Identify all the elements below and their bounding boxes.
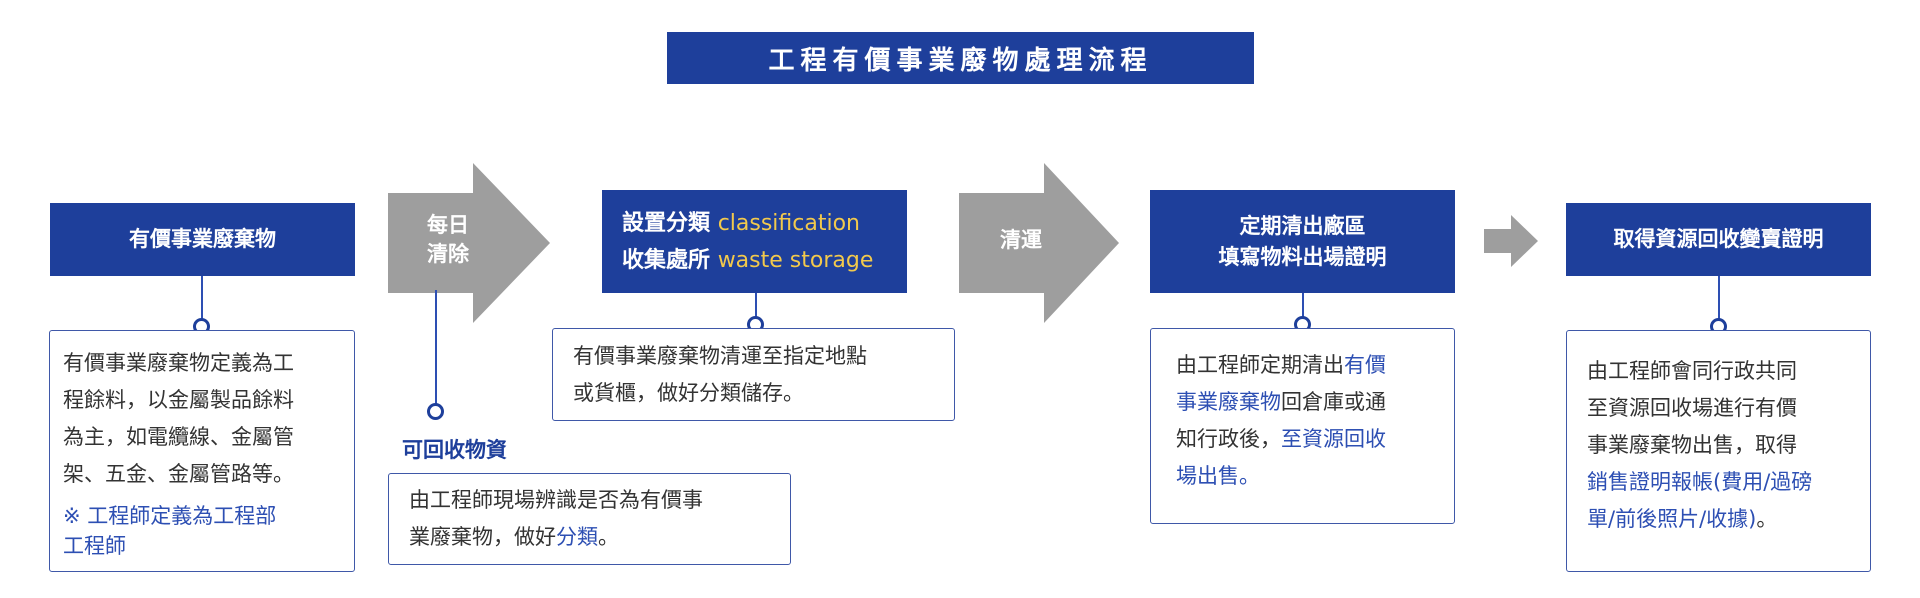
desc-text-highlight: 單/前後照片/收據) (1587, 507, 1757, 531)
connector-line (1302, 293, 1304, 317)
page-title: 工程有價事業廢物處理流程 (667, 32, 1254, 84)
desc-line: 至資源回收場進行有價 (1587, 396, 1797, 420)
note-line: ※ 工程師定義為工程部 (63, 504, 277, 528)
step-header-recycling-certificate: 取得資源回收變賣證明 (1566, 203, 1871, 276)
connector-line (1718, 276, 1720, 320)
desc-text-highlight: 事業廢棄物 (1176, 390, 1281, 414)
connector-line (755, 293, 757, 317)
arrow-daily-clear (388, 163, 550, 323)
desc-line: 為主，如電纜線、金屬管 (63, 425, 294, 449)
desc-line: 單/前後照片/收據)。 (1587, 501, 1860, 538)
desc-text: 由工程師定期清出 (1176, 353, 1344, 377)
sub-label-recyclables: 可回收物資 (402, 438, 507, 462)
desc-text-highlight: 有價 (1344, 353, 1386, 377)
desc-line: 業廢棄物，做好分類。 (409, 519, 780, 556)
desc-line: 或貨櫃，做好分類儲存。 (573, 381, 804, 405)
header-text: 收集處所 (622, 247, 711, 273)
step-header-valuable-waste: 有價事業廢棄物 (50, 203, 355, 276)
step-header-label: 取得資源回收變賣證明 (1613, 227, 1824, 251)
desc-line: 知行政後，至資源回收 (1176, 421, 1444, 458)
desc-line: 銷售證明報帳(費用/過磅 (1587, 470, 1813, 494)
connector-line (435, 290, 437, 405)
desc-line: 程餘料，以金屬製品餘料 (63, 388, 294, 412)
step-header-classification-storage: 設置分類 classification 收集處所 waste storage (602, 190, 907, 293)
arrow-daily-clear-label: 每日 清除 (408, 211, 488, 269)
desc-line: 有價事業廢棄物定義為工 (63, 351, 294, 375)
header-line: 收集處所 waste storage (622, 242, 873, 279)
note-line: 工程師 (63, 534, 126, 558)
arrow-transport (959, 163, 1119, 323)
connector-dot (427, 403, 444, 420)
arrow-transport-label: 清運 (1000, 228, 1042, 252)
step-desc-periodic-clearance: 由工程師定期清出有價 事業廢棄物回倉庫或通 知行政後，至資源回收 場出售。 (1150, 328, 1455, 524)
header-text-en: waste storage (717, 247, 874, 273)
desc-line: 場出售。 (1176, 464, 1260, 488)
desc-line: 事業廢棄物回倉庫或通 (1176, 384, 1444, 421)
connector-line (201, 276, 203, 320)
desc-line: 事業廢棄物出售，取得 (1587, 433, 1797, 457)
step-desc-recyclables: 由工程師現場辨識是否為有價事 業廢棄物，做好分類。 (388, 473, 791, 565)
header-line: 設置分類 classification (622, 205, 860, 242)
step-desc-valuable-waste: 有價事業廢棄物定義為工 程餘料，以金屬製品餘料 為主，如電纜線、金屬管 架、五金… (49, 330, 355, 572)
desc-line: 由工程師會同行政共同 (1587, 359, 1797, 383)
desc-line: 有價事業廢棄物清運至指定地點 (573, 344, 867, 368)
desc-line: 由工程師定期清出有價 (1176, 347, 1444, 384)
desc-line: 由工程師現場辨識是否為有價事 (409, 488, 703, 512)
header-line: 定期清出廠區 (1239, 213, 1366, 238)
desc-text: 業廢棄物，做好 (409, 525, 556, 549)
desc-line: 架、五金、金屬管路等。 (63, 462, 294, 486)
desc-text-highlight: 至資源回收 (1281, 427, 1386, 451)
header-line: 填寫物料出場證明 (1218, 244, 1387, 269)
desc-text: 知行政後， (1176, 427, 1281, 451)
desc-text: 回倉庫或通 (1281, 390, 1386, 414)
desc-text-highlight: 分類 (556, 525, 598, 549)
arrow-next (1484, 215, 1538, 267)
header-text: 設置分類 (622, 210, 711, 236)
step-desc-classification-storage: 有價事業廢棄物清運至指定地點 或貨櫃，做好分類儲存。 (552, 328, 955, 421)
arrow-label-line: 清除 (427, 242, 469, 266)
desc-text: 。 (598, 525, 619, 549)
step-desc-recycling-certificate: 由工程師會同行政共同 至資源回收場進行有價 事業廢棄物出售，取得 銷售證明報帳(… (1566, 330, 1871, 572)
header-text-en: classification (717, 210, 860, 236)
step-header-periodic-clearance: 定期清出廠區 填寫物料出場證明 (1150, 190, 1455, 293)
arrow-label-line: 每日 (427, 213, 469, 237)
step-header-label: 有價事業廢棄物 (129, 227, 276, 251)
desc-text: 。 (1756, 507, 1778, 531)
